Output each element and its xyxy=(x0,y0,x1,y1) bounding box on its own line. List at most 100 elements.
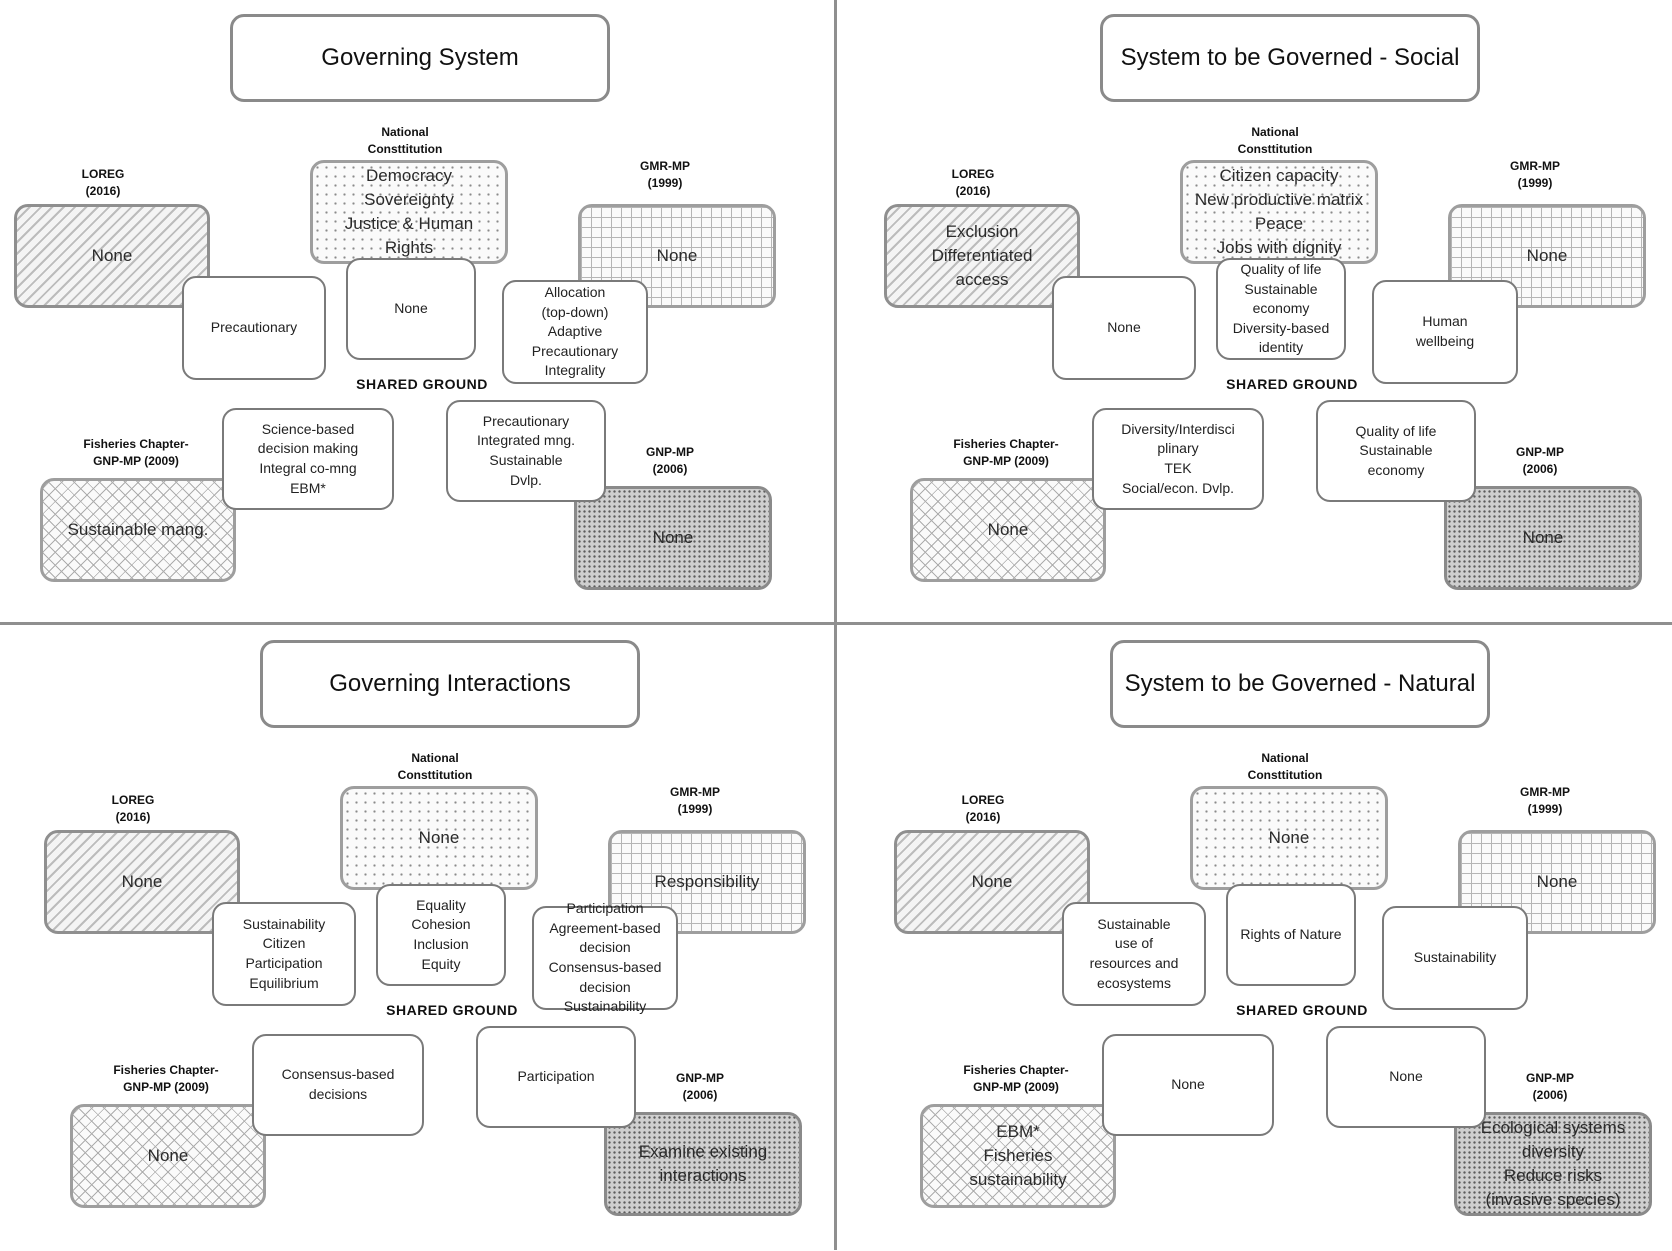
label-national-constitution: National Consttitution xyxy=(1248,750,1323,784)
box-text-line: None xyxy=(1389,1068,1423,1085)
label-line: (2006) xyxy=(1522,461,1558,476)
box-text-line: None xyxy=(656,246,698,266)
box-text-line: None xyxy=(1526,246,1568,266)
label-line: (2016) xyxy=(85,183,121,198)
label-loreg: LOREG (2016) xyxy=(962,792,1005,826)
label-gmr-mp: GMR-MP (1999) xyxy=(1510,158,1560,192)
box-text-line: Diversity/Interdisci xyxy=(1121,420,1235,437)
box-text-line: identity xyxy=(1258,339,1304,356)
box-text-line: None xyxy=(1268,828,1310,848)
box-text-line: Human xyxy=(1422,313,1468,330)
box-text-line: Integrality xyxy=(544,362,606,379)
box-text-line: Sustainable xyxy=(1244,280,1318,297)
national-constitution-box: None xyxy=(1190,786,1388,890)
label-loreg: LOREG (2016) xyxy=(952,166,995,200)
box-text-line: Responsibility xyxy=(654,872,760,892)
shared-bottom-right-box: None xyxy=(1326,1026,1486,1128)
vertical-divider xyxy=(834,0,837,1250)
box-text-line: Participation xyxy=(566,900,644,917)
quadrant-title: Governing Interactions xyxy=(260,640,640,728)
label-line: GMR-MP xyxy=(1510,159,1560,173)
box-text-line: Justice & Human xyxy=(344,214,474,233)
box-text-line: diversity xyxy=(1521,1142,1585,1162)
box-text-line: Sustainable xyxy=(489,452,563,468)
label-line: (1999) xyxy=(1517,175,1553,190)
box-text-line: Consensus-based decision xyxy=(548,959,662,995)
label-gnp-mp: GNP-MP (2006) xyxy=(646,444,694,478)
box-text-line: Inclusion xyxy=(413,936,469,952)
box-text-line: Citizen capacity xyxy=(1219,166,1339,186)
box-text-line: economy xyxy=(1252,300,1310,317)
box-text-line: None xyxy=(1107,319,1141,336)
box-text-line: Rights of Nature xyxy=(1240,926,1342,943)
label-line: GNP-MP xyxy=(1516,445,1564,459)
fisheries-chapter-box: None xyxy=(70,1104,266,1208)
box-text-line: Sustainable xyxy=(1359,442,1433,459)
quadrant-social-system: System to be Governed - Social National … xyxy=(870,0,1672,625)
box-text-line: Democracy xyxy=(366,166,452,186)
label-line: (2016) xyxy=(115,809,151,824)
box-text-line: None xyxy=(1536,872,1578,892)
shared-left-box: None xyxy=(1052,276,1196,380)
label-gnp-mp: GNP-MP (2006) xyxy=(1526,1070,1574,1104)
box-text-line: Equilibrium xyxy=(249,974,319,991)
label-line: GNP-MP xyxy=(1526,1071,1574,1085)
label-line: GMR-MP xyxy=(1520,785,1570,799)
label-loreg: LOREG (2016) xyxy=(82,166,125,200)
label-national-constitution: National Consttitution xyxy=(368,124,443,158)
box-text-line: None xyxy=(121,872,163,892)
label-line: (1999) xyxy=(1527,801,1563,816)
label-national-constitution: National Consttitution xyxy=(1238,124,1313,158)
label-line: GNP-MP (2009) xyxy=(93,453,179,468)
label-line: LOREG xyxy=(961,793,1005,807)
label-line: National xyxy=(1261,751,1309,765)
label-line: GNP-MP (2009) xyxy=(963,453,1049,468)
box-text-line: Examine existing xyxy=(638,1142,768,1162)
label-line: (1999) xyxy=(677,801,713,816)
box-text-line: Precautionary xyxy=(531,342,619,359)
box-text-line: None xyxy=(652,528,694,548)
box-text-line: decisions xyxy=(308,1086,368,1102)
box-text-line: use of xyxy=(1114,935,1154,952)
box-text-line: Allocation xyxy=(544,284,606,301)
box-text-line: Quality of life xyxy=(1240,261,1322,278)
shared-bottom-right-box: Participation xyxy=(476,1026,636,1128)
box-text-line: Adaptive xyxy=(547,323,603,340)
box-text-line: EBM* xyxy=(290,479,326,496)
label-fisheries-chapter: Fisheries Chapter- GNP-MP (2009) xyxy=(963,1062,1068,1096)
label-line: LOREG xyxy=(81,167,125,181)
box-text-line: access xyxy=(955,269,1009,289)
box-text-line: Peace xyxy=(1254,214,1304,233)
label-line: GNP-MP xyxy=(676,1071,724,1085)
box-text-line: New productive matrix xyxy=(1194,190,1364,210)
box-text-line: Sustainability xyxy=(242,915,326,932)
box-text-line: Quality of life xyxy=(1355,422,1437,439)
label-fisheries-chapter: Fisheries Chapter- GNP-MP (2009) xyxy=(83,436,188,470)
box-text-line: Equality xyxy=(416,896,466,913)
loreg-box: None xyxy=(14,204,210,308)
label-line: (2006) xyxy=(682,1087,718,1102)
shared-ground-label: SHARED GROUND xyxy=(1236,1002,1368,1018)
label-loreg: LOREG (2016) xyxy=(112,792,155,826)
quadrant-title: System to be Governed - Natural xyxy=(1110,640,1490,728)
label-line: (2016) xyxy=(965,809,1001,824)
box-text-line: None xyxy=(1171,1076,1205,1093)
box-text-line: economy xyxy=(1367,461,1425,478)
box-text-line: Consensus-based xyxy=(281,1066,395,1083)
box-text-line: resources and xyxy=(1089,955,1179,971)
box-text-line: None xyxy=(971,872,1013,892)
box-text-line: Sustainability xyxy=(563,998,647,1015)
box-text-line: Agreement-based decision xyxy=(549,919,661,956)
label-line: Consttitution xyxy=(397,767,473,782)
shared-left-box: Precautionary xyxy=(182,276,326,380)
label-line: LOREG xyxy=(951,167,995,181)
box-text-line: Social/econ. Dvlp. xyxy=(1121,479,1235,496)
loreg-box: None xyxy=(44,830,240,934)
box-text-line: Reduce risks xyxy=(1503,1166,1603,1185)
